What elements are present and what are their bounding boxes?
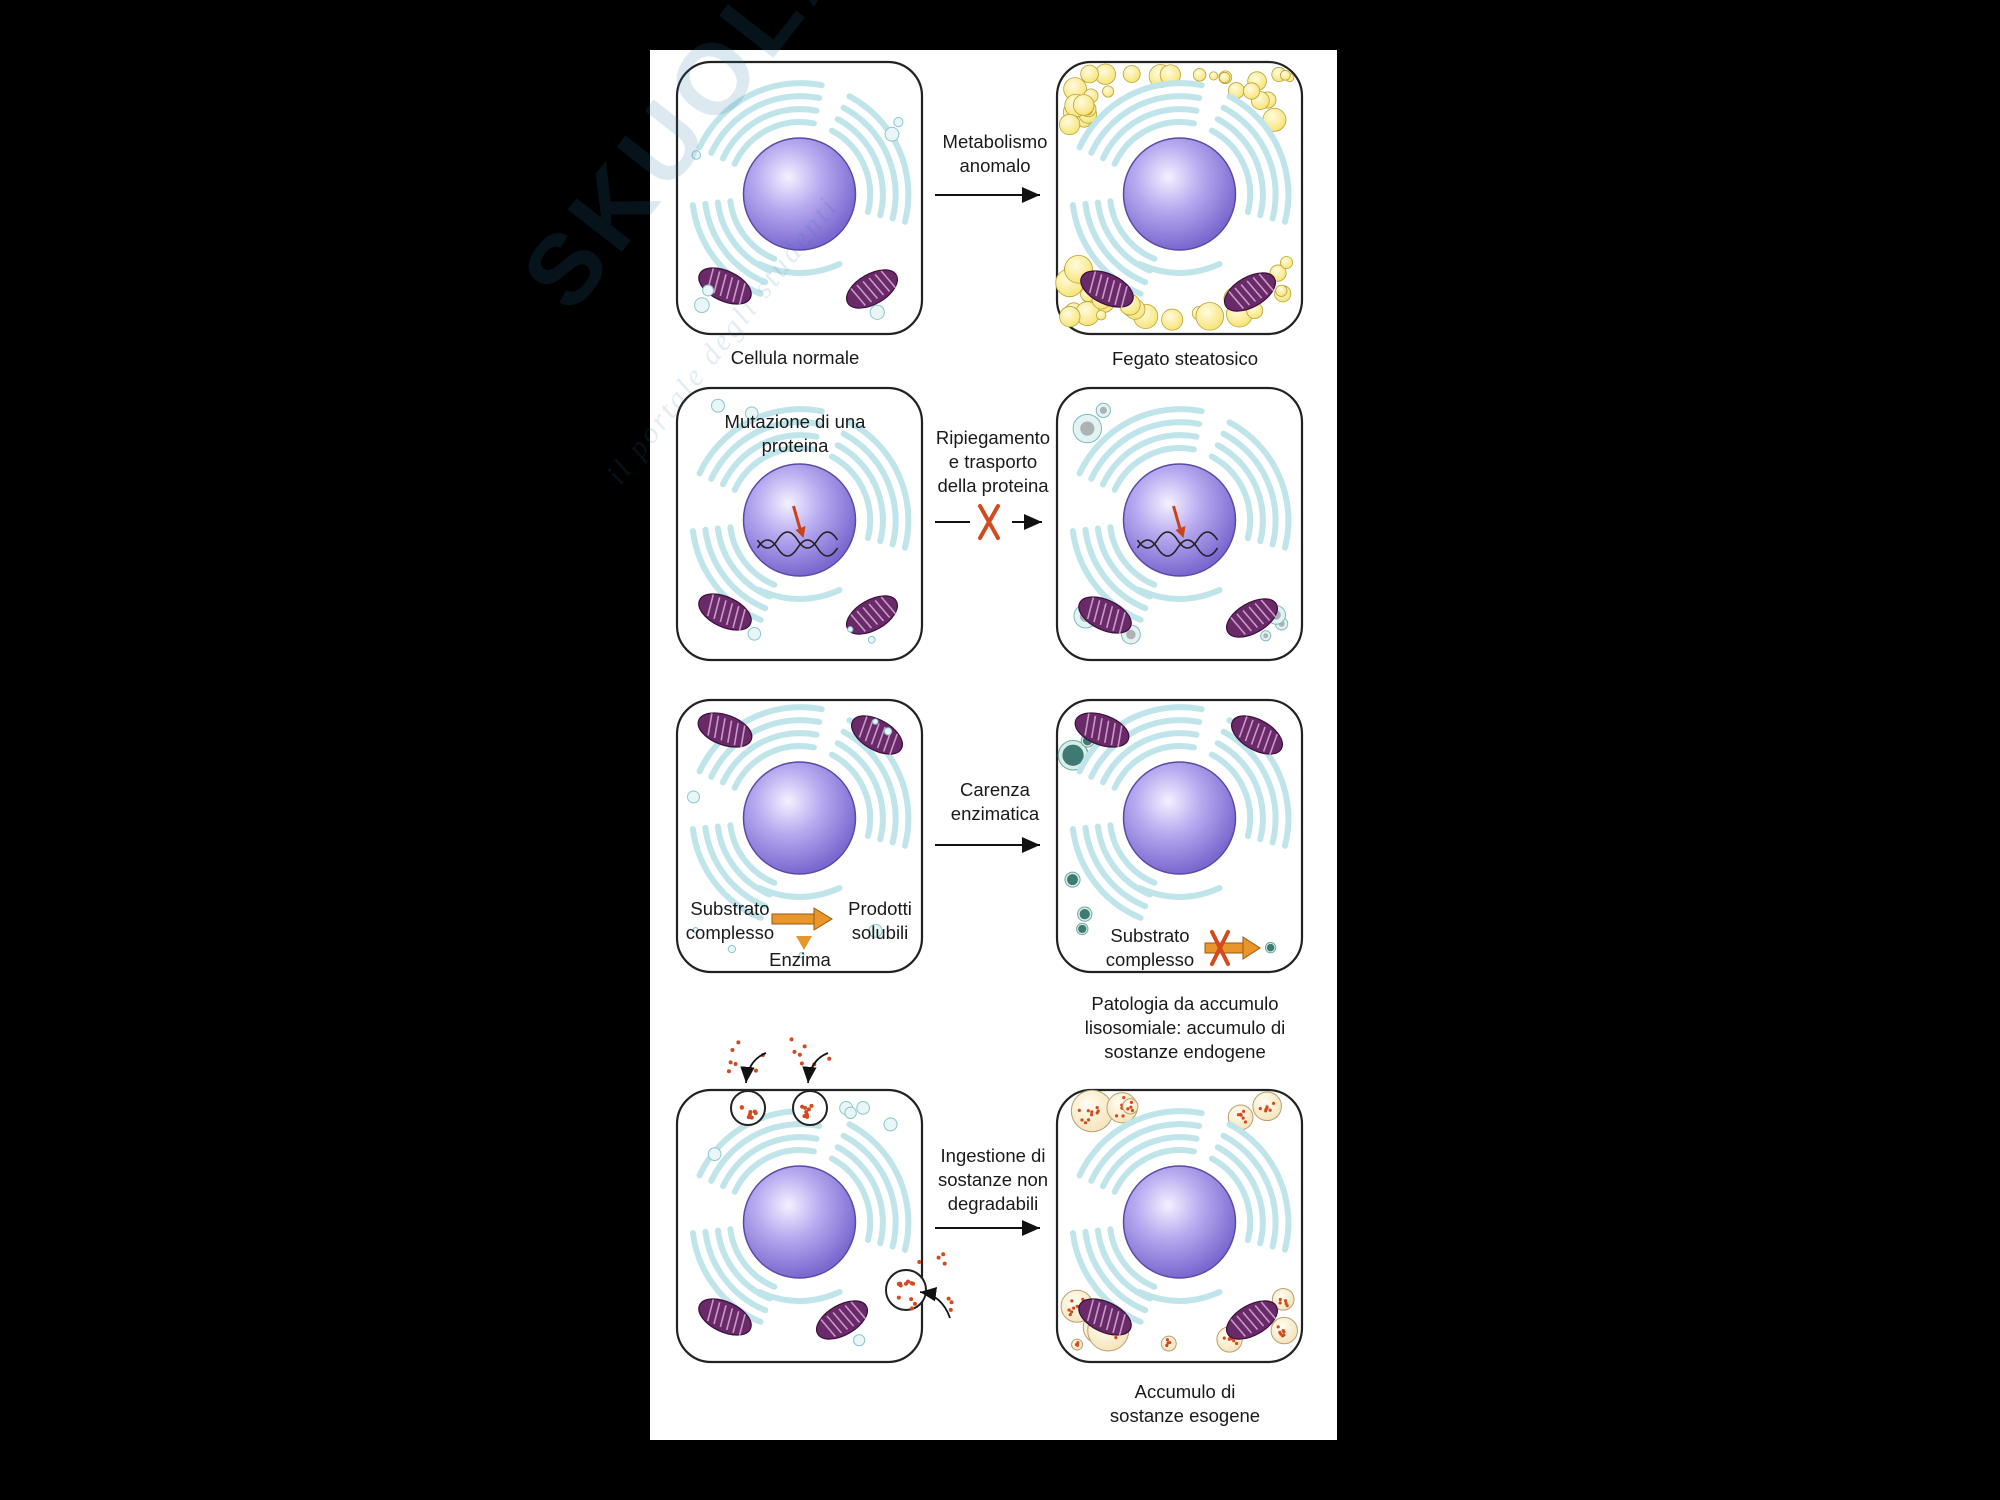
ingesting-cell-nucleus	[744, 1166, 856, 1278]
label-enzyme: Enzima	[750, 948, 850, 972]
arrow-label-enzyme-deficiency: Carenza enzimatica	[920, 778, 1070, 826]
normal-cell-nucleus	[744, 138, 856, 250]
caption-exogenous-accumulation: Accumulo di sostanze esogene	[1050, 1380, 1320, 1428]
block-cross	[980, 506, 998, 538]
lysosomal-cell-nucleus	[1124, 762, 1236, 874]
caption-normal-cell: Cellula normale	[670, 346, 920, 370]
arrow-label-metabolism: Metabolismo anomalo	[920, 130, 1070, 178]
exogenous-cell-nucleus	[1124, 1166, 1236, 1278]
endocytic-pit-left	[727, 1040, 766, 1125]
cell-diagram	[650, 50, 1337, 1440]
misfolded-cell-nucleus	[1124, 464, 1236, 576]
fatty-cell-nucleus	[1124, 138, 1236, 250]
label-protein-mutation: Mutazione di una proteina	[695, 410, 895, 458]
figure-panel: SKUOLA.net il portale degli studenti Met…	[650, 50, 1337, 1440]
blocked-reaction-shaft	[1205, 943, 1245, 953]
arrow-label-folding: Ripiegamento e trasporto della proteina	[918, 426, 1068, 498]
mutation-cell-nucleus	[744, 464, 856, 576]
label-complex-substrate: Substrato complesso	[670, 897, 790, 945]
label-complex-substrate-right: Substrato complesso	[1090, 924, 1210, 972]
caption-lysosomal-storage: Patologia da accumulo lisosomiale: accum…	[1050, 992, 1320, 1064]
label-soluble-products: Prodotti solubili	[830, 897, 930, 945]
enzyme-cell-nucleus	[744, 762, 856, 874]
caption-fatty-liver: Fegato steatosico	[1050, 347, 1320, 371]
endocytic-pit-right	[790, 1037, 832, 1125]
arrow-label-ingestion: Ingestione di sostanze non degradabili	[918, 1144, 1068, 1216]
